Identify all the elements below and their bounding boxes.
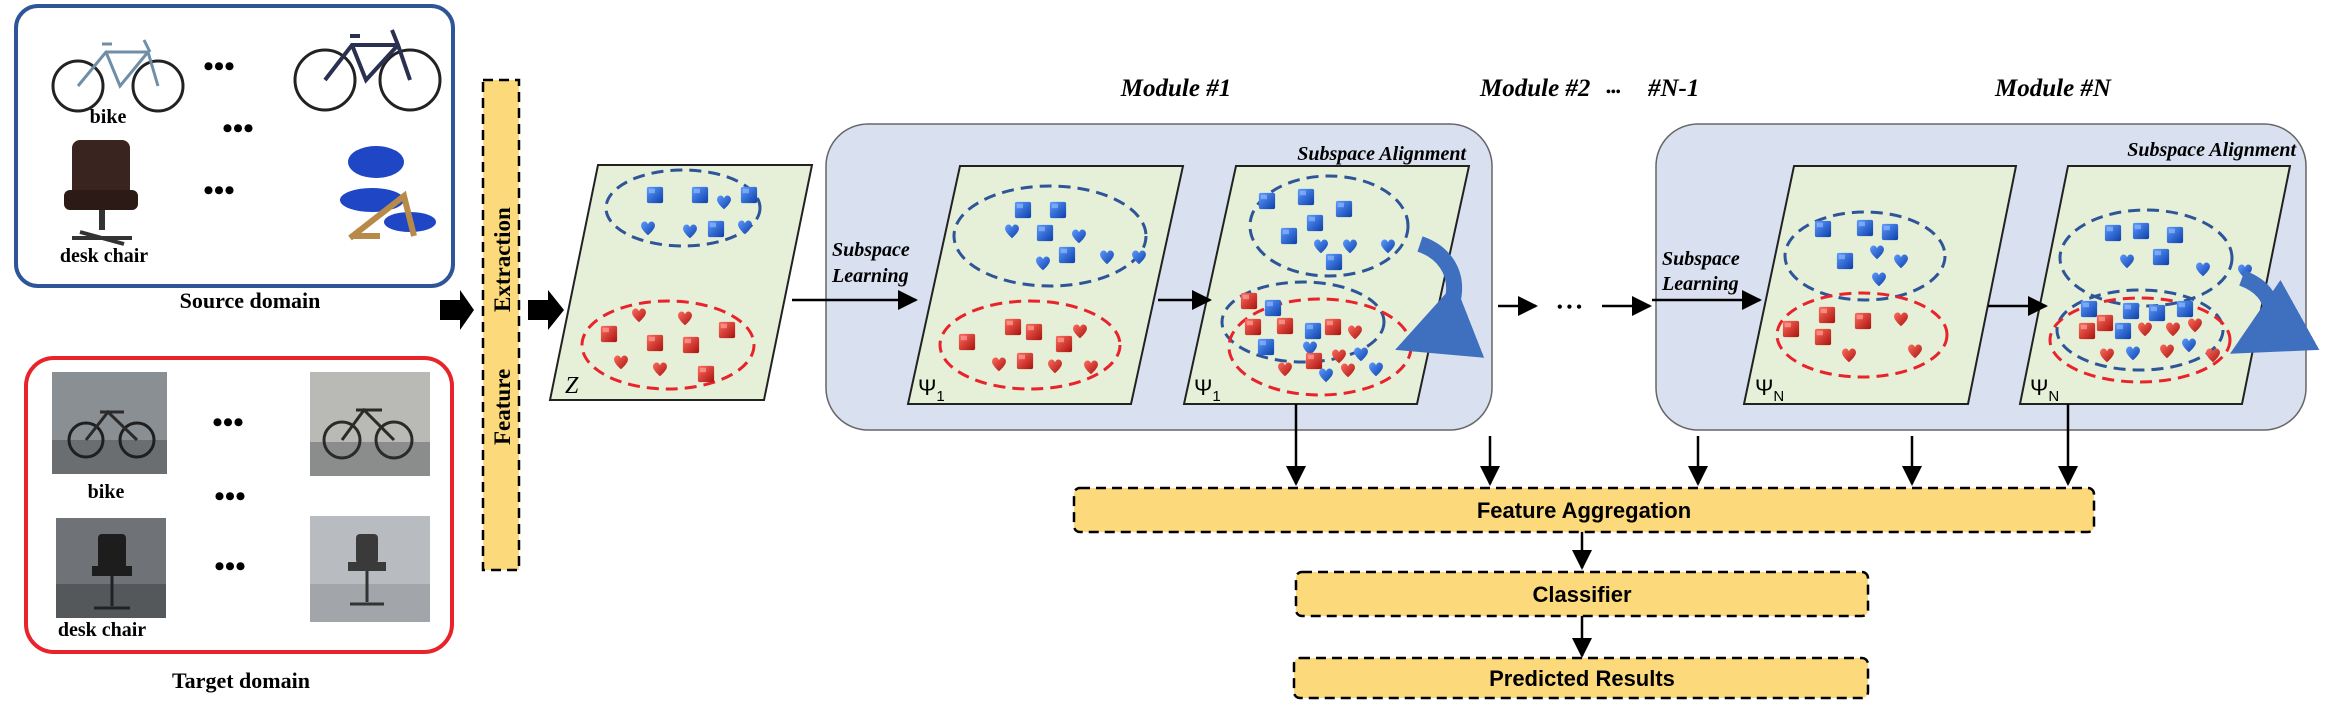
office-bike-photo	[310, 372, 430, 476]
psi-n-aligned-label: ΨN	[2030, 375, 2059, 405]
module-n-subspace-alignment: Subspace Alignment	[2127, 139, 2297, 161]
psi-n-label: ΨN	[1755, 375, 1784, 405]
module-n-learning-word: Learning	[1661, 273, 1739, 295]
module-1-subspace-word: Subspace	[832, 239, 910, 261]
module-1-subspace-alignment: Subspace Alignment	[1297, 143, 1467, 165]
feature-aggregation-label: Feature Aggregation	[1477, 498, 1691, 523]
target-domain-panel: ••• bike ••• ••• desk chair	[24, 356, 454, 654]
module-n-minus-1-title: #N-1	[1647, 75, 1699, 102]
arrow-from-extraction	[528, 290, 564, 330]
feature-extraction-word1: Feature	[490, 369, 515, 445]
source-domain-caption: Source domain	[180, 288, 321, 313]
feature-extraction-bar	[481, 78, 521, 572]
psi-1-label: Ψ1	[918, 375, 945, 405]
bike-image	[51, 39, 185, 113]
module-n-title: Module #N	[1994, 75, 2112, 102]
module-1-learning-word: Learning	[831, 265, 909, 287]
classifier-label: Classifier	[1532, 582, 1631, 607]
module-n-subspace-word: Subspace	[1662, 248, 1740, 270]
target-middle-dots: •••	[214, 480, 246, 513]
classifier-box: Classifier	[1294, 570, 1870, 618]
source-chair-label: desk chair	[60, 245, 148, 267]
alignment-arrow	[1395, 236, 1485, 358]
office-bike-photo	[52, 372, 167, 474]
office-chair-photo	[56, 518, 166, 618]
module-2-dots: •••	[1606, 85, 1621, 100]
feature-aggregation-box: Feature Aggregation	[1072, 486, 2096, 534]
z-label: Z	[565, 373, 579, 399]
feature-extraction-word2: Extraction	[490, 207, 515, 312]
target-bike-label: bike	[88, 481, 125, 503]
bike-image	[293, 29, 442, 112]
target-domain-caption: Target domain	[172, 668, 310, 693]
source-middle-dots: •••	[222, 112, 254, 145]
module-1: Subspace Alignment Subspace Learning Ψ1	[825, 123, 1493, 431]
module-2-title: Module #2	[1479, 75, 1590, 102]
desk-chair-image	[64, 140, 138, 246]
module-n: Subspace Alignment Subspace Learning ΨN	[1655, 123, 2320, 431]
predicted-results-box: Predicted Results	[1292, 656, 1870, 700]
target-chair-label: desk chair	[58, 619, 146, 641]
feature-space-z: Z	[548, 164, 814, 401]
target-chair-dots: •••	[214, 550, 246, 583]
flow-arrows	[792, 290, 2078, 658]
source-domain-panel: ••• bike ••• ••• desk chair	[14, 4, 455, 288]
between-modules-dots: • • •	[1557, 299, 1582, 316]
source-bike-label: bike	[90, 106, 127, 128]
alignment-arrow-n	[2230, 270, 2320, 354]
source-bike-dots: •••	[203, 50, 235, 83]
target-bike-dots: •••	[212, 406, 244, 439]
office-chair-photo	[310, 516, 430, 622]
arrow-to-extraction	[440, 290, 474, 330]
module-1-title: Module #1	[1120, 75, 1231, 102]
source-chair-dots: •••	[203, 174, 235, 207]
psi-1-aligned-label: Ψ1	[1194, 375, 1221, 405]
kneeling-chair-image	[340, 146, 436, 241]
predicted-results-label: Predicted Results	[1489, 666, 1675, 691]
